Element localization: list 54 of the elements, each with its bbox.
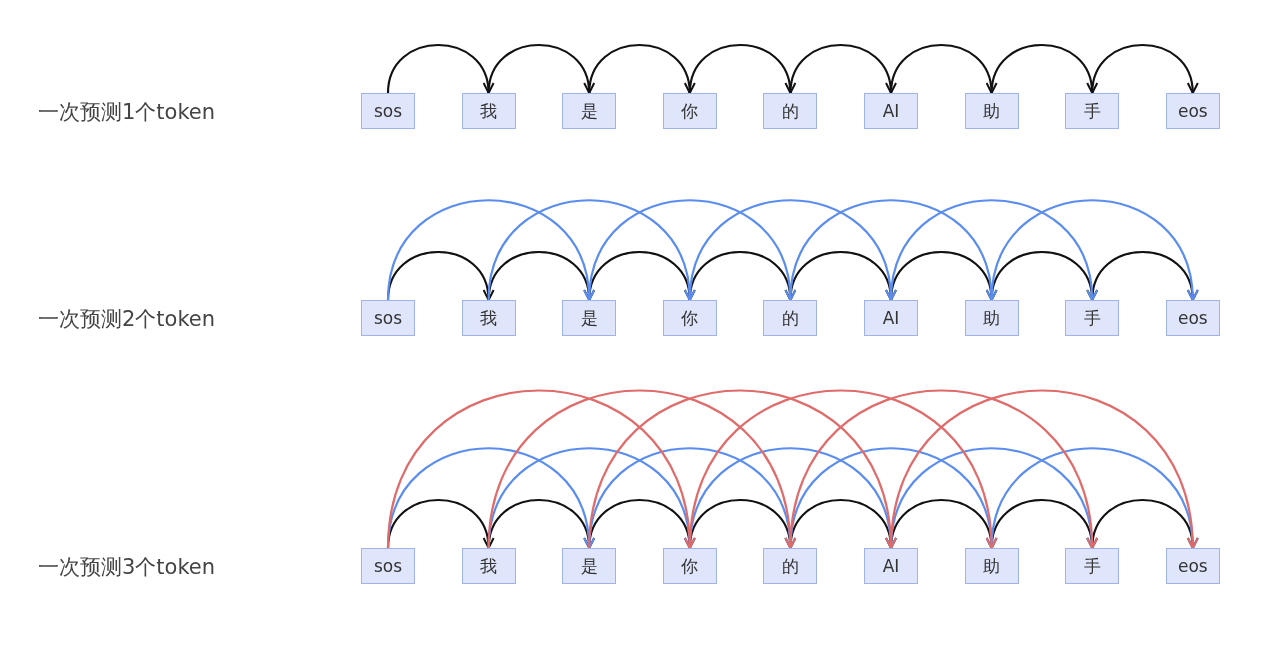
arrow [588, 199, 796, 301]
arrow [789, 43, 896, 94]
arrow [588, 389, 896, 549]
arrow [990, 199, 1198, 301]
arrow [990, 43, 1097, 94]
token-box: 我 [461, 93, 516, 129]
token-box: AI [864, 300, 918, 336]
arrow [789, 199, 997, 301]
arrow [386, 199, 594, 301]
token-box: AI [864, 93, 918, 129]
row-label: 一次预测1个token [38, 99, 216, 126]
arrow [386, 447, 594, 549]
arrow [889, 389, 1198, 549]
arrow [789, 389, 1097, 549]
token-box: 手 [1065, 93, 1120, 129]
token-box: 是 [562, 548, 617, 584]
token-box: 手 [1065, 548, 1120, 584]
token-box: 助 [964, 548, 1019, 584]
token-box: 是 [562, 300, 617, 336]
row-label: 一次预测2个token [38, 306, 216, 333]
arrow [688, 43, 795, 94]
token-box: sos [361, 93, 415, 129]
token-box: eos [1165, 300, 1220, 336]
token-box: eos [1165, 548, 1220, 584]
token-box: sos [361, 300, 415, 336]
arrow [688, 199, 896, 301]
arrow [386, 250, 494, 301]
arrow [1091, 43, 1198, 94]
token-box: 的 [763, 548, 818, 584]
arrow [386, 498, 494, 549]
token-box: 的 [763, 93, 818, 129]
arrow [487, 43, 594, 94]
token-box: 我 [461, 300, 516, 336]
token-box: 是 [562, 93, 617, 129]
token-box: 的 [763, 300, 818, 336]
arrow [889, 199, 1097, 301]
token-box: 助 [964, 93, 1019, 129]
token-box: sos [361, 548, 415, 584]
arrow [487, 199, 695, 301]
arrow [889, 43, 997, 94]
token-box: 你 [662, 93, 717, 129]
arrow [688, 389, 997, 549]
token-box: 你 [662, 300, 717, 336]
arrow [386, 389, 695, 549]
arrow [487, 389, 796, 549]
token-box: eos [1165, 93, 1220, 129]
token-box: 我 [461, 548, 516, 584]
arrow [588, 43, 695, 94]
token-box: AI [864, 548, 918, 584]
row-label: 一次预测3个token [38, 554, 216, 581]
arrow [386, 43, 494, 94]
token-box: 你 [662, 548, 717, 584]
token-box: 助 [964, 300, 1019, 336]
token-box: 手 [1065, 300, 1120, 336]
